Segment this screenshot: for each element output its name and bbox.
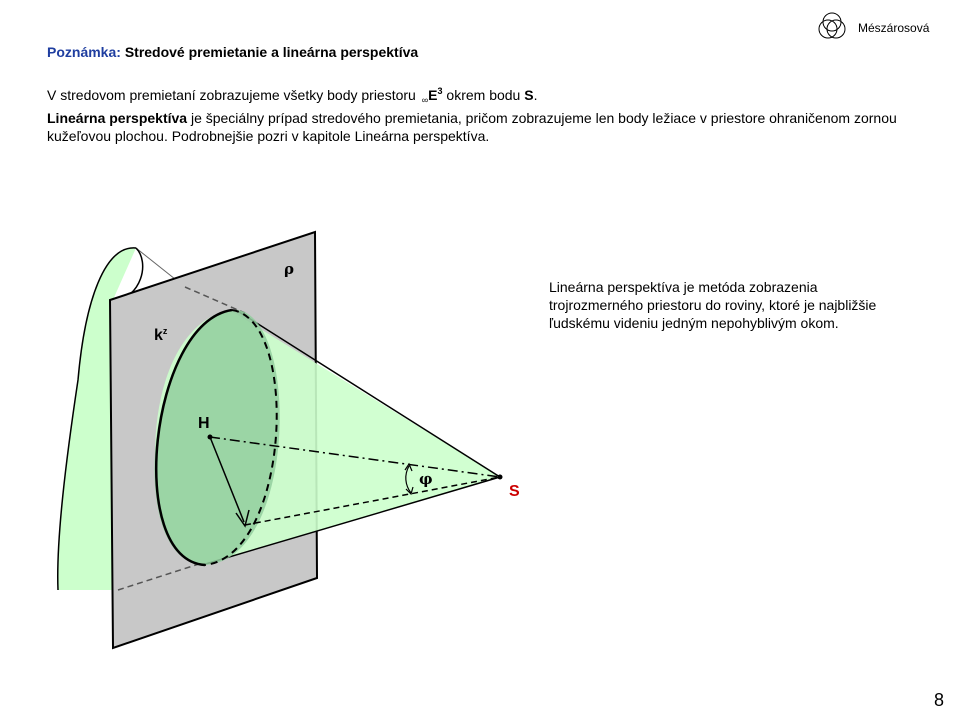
side-note-line-2: trojrozmerného priestoru do roviny, ktor… [549,297,877,313]
excluded-point: S [524,87,534,103]
label-h: H [198,415,210,432]
circle-kz-visible-arc [154,308,233,567]
intro-line1-before: V stredovom premietaní zobrazujeme všetk… [47,87,420,103]
note-label: Poznámka: [47,44,121,60]
cone-back-surface [57,247,136,590]
intro-line1-end: . [533,87,538,103]
point-h [207,434,213,440]
hidden-generator-top [184,286,246,314]
axis-line [209,436,501,478]
hidden-generator-bottom [117,562,203,591]
circle-kz-hidden-arc [204,309,278,566]
space-dimension: 3 [437,86,443,96]
label-rho: ρ [284,260,294,278]
cone-front-generator-top [235,309,501,478]
intro-line1-after: okrem bodu [442,87,525,103]
radius-arrow [209,436,245,523]
intro-text: V stredovom premietaní zobrazujeme všetk… [47,82,907,145]
space-symbol: E [428,87,438,103]
label-phi: φ [419,470,433,488]
term-linear-perspective: Lineárna perspektíva [47,110,188,126]
intro-paragraph-2: Lineárna perspektíva je špeciálny prípad… [47,109,907,145]
radius-arrowhead [235,509,250,528]
label-s: S [509,483,520,500]
cone-front-generator-bottom [201,476,501,566]
point-s [497,474,503,480]
angle-arc [405,465,412,494]
angle-arrow-top [404,462,413,472]
page-number: 8 [934,690,945,710]
logo-icon [818,12,846,39]
label-kz: kz [154,326,168,344]
angle-arrow-bottom [405,486,414,496]
side-note: Lineárna perspektíva je metóda zobrazeni… [549,278,949,332]
side-note-line-1: Lineárna perspektíva je metóda zobrazeni… [549,279,818,295]
side-note-line-3: ľudskému videniu jedným nepohyblivým oko… [549,315,839,331]
title-text: Stredové premietanie a lineárna perspekt… [124,44,419,60]
intro-paragraph2-rest: je špeciálny prípad stredového premietan… [47,110,897,144]
cone-back-outline [57,247,137,591]
generator-to-circle [244,476,501,526]
page-title: Poznámka: Stredové premietanie a lineárn… [47,44,418,60]
infinity-symbol: ∞ [421,95,429,105]
intro-paragraph-1: V stredovom premietaní zobrazujeme všetk… [47,82,907,109]
author-name: Mészárosová [858,21,930,35]
